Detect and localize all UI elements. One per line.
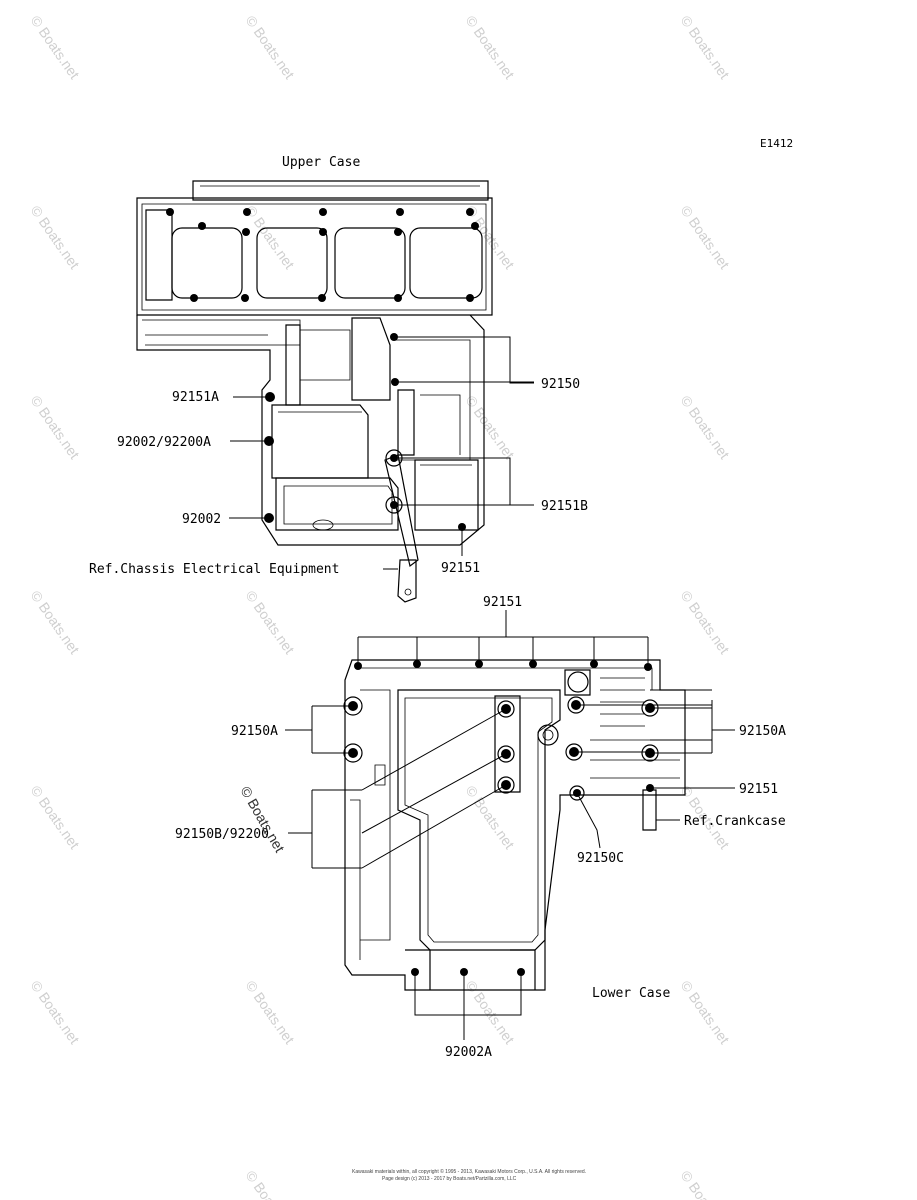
ref-chassis-electrical[interactable]: Ref.Chassis Electrical Equipment xyxy=(89,562,339,577)
figure-code: E1412 xyxy=(760,137,793,150)
callout-92151A[interactable]: 92151A xyxy=(172,390,219,405)
watermark: © Boats.net xyxy=(28,783,83,852)
watermark: © Boats.net xyxy=(463,13,518,82)
watermark: © Boats.net xyxy=(463,978,518,1047)
watermark: © Boats.net xyxy=(28,588,83,657)
callout-92150C[interactable]: 92150C xyxy=(577,851,624,866)
watermark: © Boats.net xyxy=(28,393,83,462)
watermark: © Boats.net xyxy=(243,13,298,82)
callout-92151-lower-right[interactable]: 92151 xyxy=(739,782,778,797)
lower-case-title: Lower Case xyxy=(592,986,670,1001)
callout-92002A[interactable]: 92002A xyxy=(445,1045,492,1060)
footer-design: Page design (c) 2013 - 2017 by Boats.net… xyxy=(382,1176,517,1182)
watermark: © Boats.net xyxy=(243,1168,298,1200)
watermark: © Boats.net xyxy=(237,784,288,856)
callout-92150B-92200[interactable]: 92150B/92200 xyxy=(175,827,269,842)
watermark: © Boats.net xyxy=(678,393,733,462)
lower-crankcase-drawing xyxy=(343,659,686,991)
callout-92150A-left[interactable]: 92150A xyxy=(231,724,278,739)
ref-crankcase[interactable]: Ref.Crankcase xyxy=(684,814,786,829)
watermark: © Boats.net xyxy=(678,13,733,82)
callout-92151-lower-top[interactable]: 92151 xyxy=(483,595,522,610)
watermark: © Boats.net xyxy=(28,13,83,82)
callout-92151B[interactable]: 92151B xyxy=(541,499,588,514)
watermark: © Boats.net xyxy=(678,203,733,272)
upper-case-title: Upper Case xyxy=(282,155,360,170)
callout-92151-upper[interactable]: 92151 xyxy=(441,561,480,576)
callout-92002[interactable]: 92002 xyxy=(182,512,221,527)
watermark: © Boats.net xyxy=(678,588,733,657)
upper-leaders xyxy=(229,336,534,570)
callout-92002-92200A[interactable]: 92002/92200A xyxy=(117,435,211,450)
watermark: © Boats.net xyxy=(678,1168,733,1200)
upper-crankcase-drawing xyxy=(136,180,493,603)
watermark: © Boats.net xyxy=(463,783,518,852)
watermark-layer: © Boats.net © Boats.net © Boats.net © Bo… xyxy=(28,13,733,1200)
watermark: © Boats.net xyxy=(463,393,518,462)
lower-leaders xyxy=(285,610,735,1040)
watermark: © Boats.net xyxy=(243,978,298,1047)
footer-copyright: Kawasaki materials within, all copyright… xyxy=(352,1168,586,1175)
watermark: © Boats.net xyxy=(28,203,83,272)
callout-92150A-right[interactable]: 92150A xyxy=(739,724,786,739)
watermark: © Boats.net xyxy=(28,978,83,1047)
watermark: © Boats.net xyxy=(243,588,298,657)
watermark: © Boats.net xyxy=(678,978,733,1047)
callout-92150[interactable]: 92150 xyxy=(541,377,580,392)
